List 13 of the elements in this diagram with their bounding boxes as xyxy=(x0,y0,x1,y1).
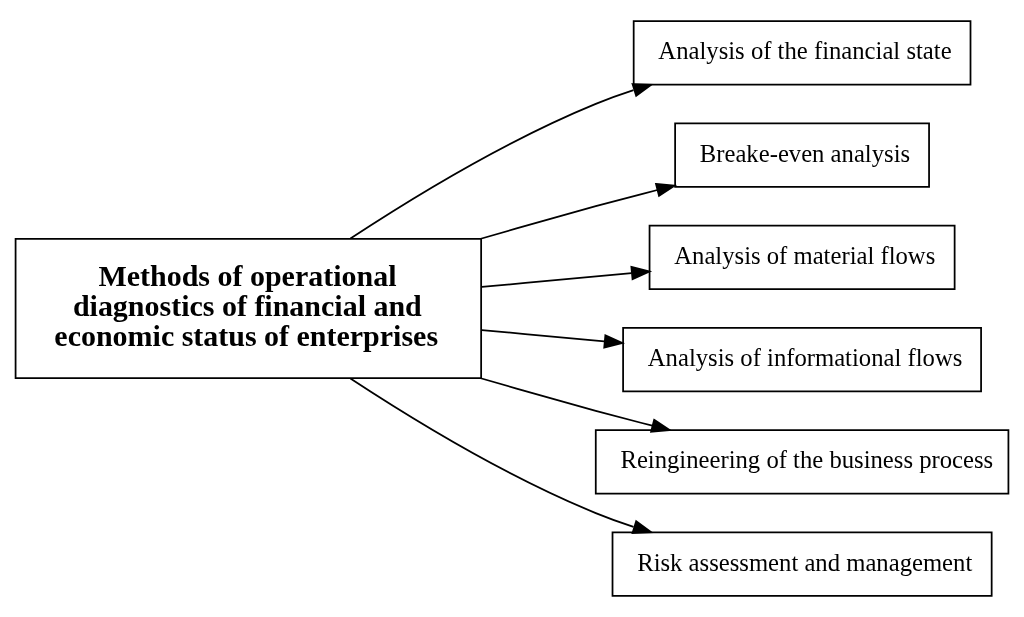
arrow xyxy=(481,265,653,288)
node-box: Risk assessment and management xyxy=(611,531,993,597)
node-box: Analysis of the financial state xyxy=(632,20,972,86)
arrow xyxy=(481,329,625,349)
node-box: Methods of operational diagnostics of financial and economic status of enterprises xyxy=(14,237,482,380)
node-box: Reingineering of the business process xyxy=(594,429,1010,495)
node-box: Analysis of informational flows xyxy=(622,327,982,393)
arrow xyxy=(349,377,654,534)
arrow xyxy=(349,83,654,240)
arrow xyxy=(479,377,673,433)
node-box: Analysis of material flows xyxy=(648,224,956,290)
node-box: Breake-even analysis xyxy=(674,122,930,188)
arrow xyxy=(479,182,678,240)
